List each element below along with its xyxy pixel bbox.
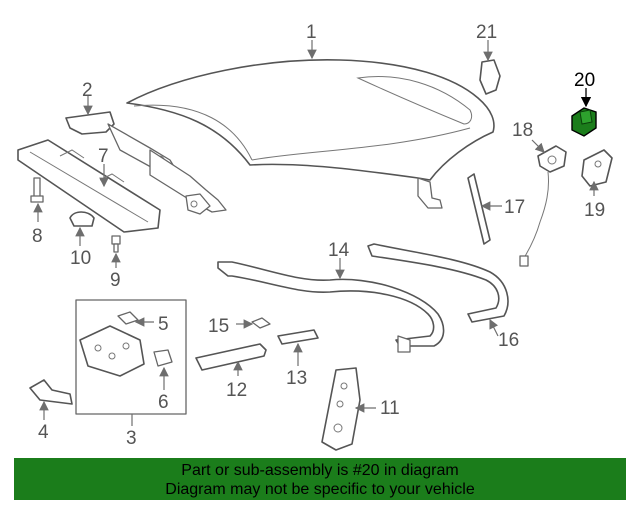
footer-line-2: Diagram may not be specific to your vehi… <box>165 481 475 498</box>
footer-banner: Part or sub-assembly is #20 in diagram D… <box>14 458 626 500</box>
part-4-bracket[interactable] <box>29 379 73 405</box>
callout-17: 17 <box>504 197 525 218</box>
callout-20: 20 <box>574 70 595 91</box>
part-13-strip[interactable] <box>277 329 319 345</box>
callout-7: 7 <box>98 146 109 167</box>
callout-5: 5 <box>158 314 169 335</box>
callout-3: 3 <box>126 428 137 449</box>
callout-14: 14 <box>328 240 350 261</box>
part-11-plate[interactable] <box>321 367 361 451</box>
part-18-latch[interactable] <box>519 145 567 267</box>
part-7-rail[interactable] <box>17 139 161 233</box>
part-19-bracket[interactable] <box>581 149 613 187</box>
part-15-clip[interactable] <box>251 317 271 329</box>
callout-10: 10 <box>70 248 91 269</box>
footer-line-1: Part or sub-assembly is #20 in diagram <box>181 462 459 479</box>
callout-11: 11 <box>380 398 400 419</box>
leader-lines <box>33 40 599 426</box>
part-8-bolt[interactable] <box>30 177 44 203</box>
part-9-screw[interactable] <box>111 235 121 253</box>
callout-19: 19 <box>584 200 605 221</box>
callout-4: 4 <box>38 422 49 443</box>
callout-9: 9 <box>110 270 121 291</box>
callout-13: 13 <box>286 368 307 389</box>
part-14-seal[interactable] <box>217 261 445 353</box>
callout-1: 1 <box>306 22 317 43</box>
part-20-highlighted[interactable] <box>571 107 597 137</box>
part-16-seal[interactable] <box>367 243 509 323</box>
callout-labels: 1 2 7 8 10 9 5 6 4 3 12 13 15 14 16 11 1… <box>32 22 605 449</box>
part-6-block[interactable] <box>153 349 173 367</box>
callout-16: 16 <box>498 330 519 351</box>
callout-6: 6 <box>158 392 169 413</box>
part-10-clip[interactable] <box>69 211 95 227</box>
callout-8: 8 <box>32 226 43 247</box>
part-1-hardtop[interactable] <box>126 59 495 209</box>
callout-12: 12 <box>226 380 247 401</box>
part-21-bracket[interactable] <box>479 59 501 95</box>
callout-21: 21 <box>476 22 497 43</box>
callout-15: 15 <box>208 316 229 337</box>
part-12-strip[interactable] <box>195 343 267 371</box>
callout-18: 18 <box>512 120 533 141</box>
part-17-strip[interactable] <box>467 173 491 245</box>
part-2-hinge-bracket[interactable] <box>65 111 227 215</box>
callout-2: 2 <box>82 80 93 101</box>
